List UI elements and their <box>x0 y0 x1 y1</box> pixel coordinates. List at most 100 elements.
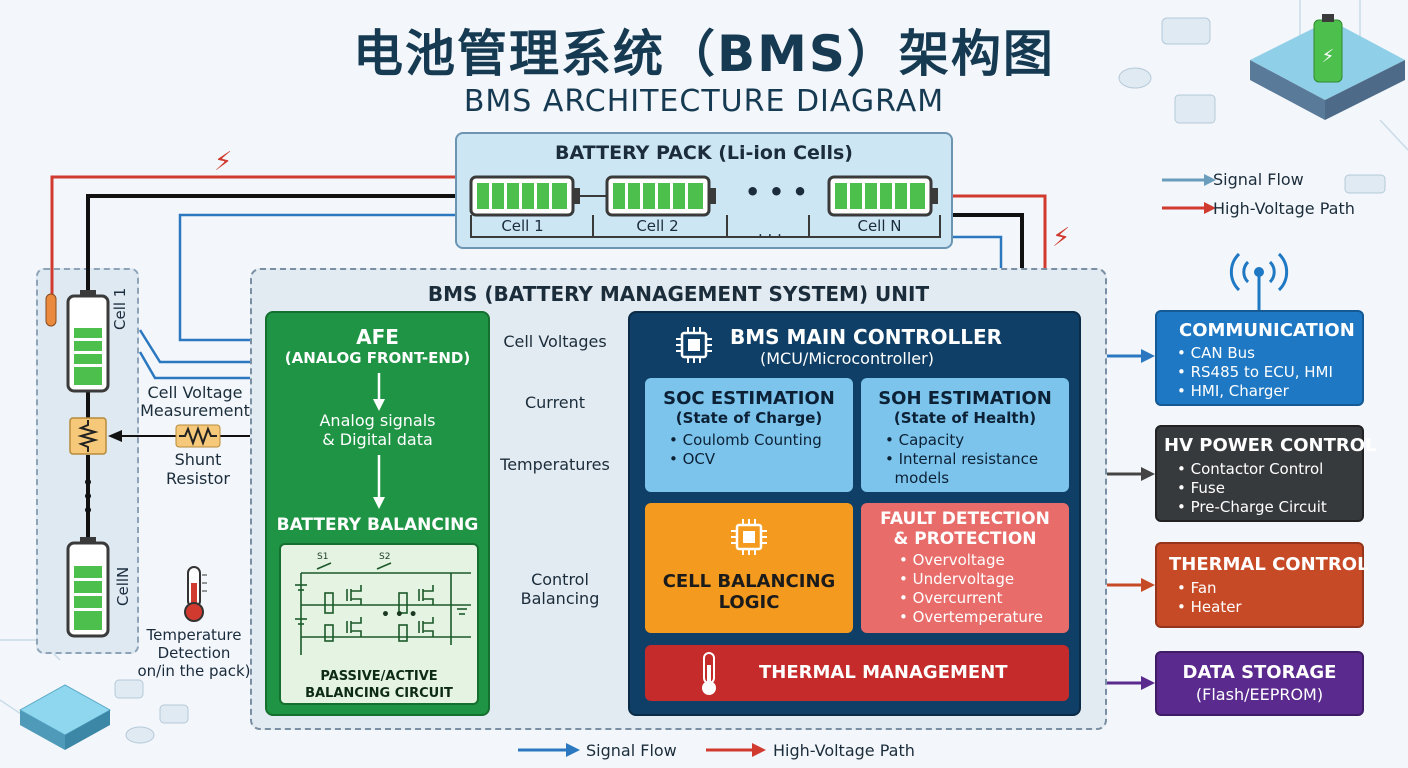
page-title-english: BMS ARCHITECTURE DIAGRAM <box>463 84 945 119</box>
cell-1-battery-icon <box>469 175 580 217</box>
lightning-icon: ⚡ <box>1052 223 1070 253</box>
controller-title: BMS MAIN CONTROLLER <box>730 325 1003 349</box>
thermometer-icon <box>184 566 207 622</box>
svg-text:S2: S2 <box>379 552 390 562</box>
cell-voltage-measurement-label-2: Measurement <box>140 401 250 420</box>
legend-top-signal: Signal Flow <box>1213 170 1304 189</box>
battery-pack-title: BATTERY PACK (Li-ion Cells) <box>555 142 853 164</box>
soh-estimation: SOH ESTIMATION (State of Health) • Capac… <box>861 378 1069 492</box>
cell-2-battery-icon <box>605 175 716 217</box>
afe-subtitle: (ANALOG FRONT-END) <box>284 349 471 367</box>
communication-item: • CAN Bus <box>1177 344 1255 362</box>
controller-subtitle: (MCU/Microcontroller) <box>760 349 934 368</box>
fault-item: • Undervoltage <box>899 570 1015 588</box>
balancing-circuit-label-1: PASSIVE/ACTIVE <box>320 669 438 684</box>
legend-bottom-hv: High-Voltage Path <box>773 741 915 760</box>
battery-balancing-title: BATTERY BALANCING <box>276 515 479 535</box>
flow-control-2: Balancing <box>520 589 600 608</box>
pack-cell-2-label: Cell 2 <box>636 217 679 235</box>
flow-temperatures: Temperatures <box>500 455 610 474</box>
soc-subtitle: (State of Charge) <box>675 409 823 427</box>
temp-detection-label-2: Detection <box>157 644 231 662</box>
svg-text:S1: S1 <box>317 552 328 562</box>
chip-battery-icon: ⚡ <box>1250 14 1405 120</box>
svg-text:⚡: ⚡ <box>1322 46 1335 67</box>
shunt-resistor-icon <box>175 424 221 448</box>
thermometer-icon <box>702 652 716 695</box>
afe-title: AFE <box>356 325 399 349</box>
fault-item: • Overvoltage <box>899 551 1005 569</box>
wireless-signal-icon <box>1229 252 1289 310</box>
communication-box: COMMUNICATION • CAN Bus • RS485 to ECU, … <box>1155 310 1364 406</box>
soc-item: • Coulomb Counting <box>669 431 822 449</box>
fault-detection: FAULT DETECTION & PROTECTION • Overvolta… <box>861 503 1069 633</box>
thermal-control-title: THERMAL CONTROL <box>1169 554 1369 575</box>
legend-bottom-arrows <box>518 743 766 757</box>
hv-power-item: • Fuse <box>1177 479 1225 497</box>
left-cell-string <box>45 290 110 638</box>
platform-icon <box>18 679 189 750</box>
pack-cell-1-label: Cell 1 <box>501 217 544 235</box>
pack-cell-n-label: Cell N <box>857 217 902 235</box>
legend-bottom-signal: Signal Flow <box>586 741 677 760</box>
soh-item: models <box>885 469 950 487</box>
communication-item: • RS485 to ECU, HMI <box>1177 363 1333 381</box>
communication-item: • HMI, Charger <box>1177 382 1289 400</box>
svg-text:• • •: • • • <box>381 607 418 623</box>
bms-main-controller: BMS MAIN CONTROLLER (MCU/Microcontroller… <box>628 311 1081 716</box>
flow-control-1: Control <box>531 570 589 589</box>
flow-cell-voltages: Cell Voltages <box>503 332 607 351</box>
shunt-label-2: Resistor <box>166 469 230 488</box>
afe-signals-2: & Digital data <box>322 430 433 449</box>
balancing-circuit-label-2: BALANCING CIRCUIT <box>305 686 453 701</box>
thermal-control-item: • Fan <box>1177 579 1217 597</box>
legend-top-arrows <box>1162 174 1216 214</box>
afe-down-arrow-2 <box>373 455 385 509</box>
thermal-management: THERMAL MANAGEMENT <box>645 645 1069 701</box>
data-storage-subtitle: (Flash/EEPROM) <box>1195 685 1324 704</box>
fault-title-1: FAULT DETECTION <box>880 509 1050 529</box>
data-storage-box: DATA STORAGE (Flash/EEPROM) <box>1155 651 1364 716</box>
afe-signals-1: Analog signals <box>319 411 436 430</box>
chip-icon <box>676 327 712 363</box>
soc-estimation: SOC ESTIMATION (State of Charge) • Coulo… <box>645 378 853 492</box>
soh-subtitle: (State of Health) <box>893 409 1037 427</box>
soh-item: • Internal resistance <box>885 450 1039 468</box>
soc-item: • OCV <box>669 450 716 468</box>
flow-current: Current <box>524 393 586 412</box>
thermal-control-item: • Heater <box>1177 598 1242 616</box>
cell-n-battery-icon <box>827 175 938 217</box>
soc-title: SOC ESTIMATION <box>663 388 835 409</box>
fault-item: • Overtemperature <box>899 608 1043 626</box>
soh-item: • Capacity <box>885 431 965 449</box>
balancing-circuit: S1 S2 • • • PASSIVE/ACTIVE BALANCING CIR… <box>279 543 479 705</box>
soh-title: SOH ESTIMATION <box>878 388 1052 409</box>
fault-item: • Overcurrent <box>899 589 1003 607</box>
cell-balancing-logic: CELL BALANCING LOGIC <box>645 503 853 633</box>
afe-down-arrow-1 <box>373 373 385 411</box>
temp-detection-label-1: Temperature <box>146 626 242 644</box>
left-cell-n-label: CellN <box>114 566 132 606</box>
page-title-chinese: 电池管理系统（BMS）架构图 <box>353 25 1055 83</box>
hv-power-item: • Contactor Control <box>1177 460 1324 478</box>
temp-detection-label-3: on/in the pack) <box>137 662 251 680</box>
cell-balancing-line-2: LOGIC <box>718 592 780 613</box>
data-storage-title: DATA STORAGE <box>1182 662 1337 683</box>
pack-dots: . . . <box>758 222 782 240</box>
afe-block: AFE (ANALOG FRONT-END) Analog signals & … <box>265 311 490 716</box>
shunt-label-1: Shunt <box>174 450 222 469</box>
pack-ellipsis: • • • <box>745 178 808 206</box>
thermal-control-box: THERMAL CONTROL • Fan • Heater <box>1155 542 1369 628</box>
cell-voltage-measurement-label-1: Cell Voltage <box>147 383 243 402</box>
fault-title-2: & PROTECTION <box>893 529 1037 549</box>
bms-unit-title: BMS (BATTERY MANAGEMENT SYSTEM) UNIT <box>427 282 930 306</box>
hv-power-item: • Pre-Charge Circuit <box>1177 498 1327 516</box>
balancing-circuit-schematic: S1 S2 • • • <box>295 552 471 655</box>
left-cell-1-label: Cell 1 <box>111 287 129 330</box>
battery-pack-cells <box>469 175 941 238</box>
legend-top-hv: High-Voltage Path <box>1213 199 1355 218</box>
hv-power-control-box: HV POWER CONTROL • Contactor Control • F… <box>1155 425 1377 522</box>
communication-title: COMMUNICATION <box>1179 320 1355 341</box>
hv-power-title: HV POWER CONTROL <box>1164 435 1377 456</box>
